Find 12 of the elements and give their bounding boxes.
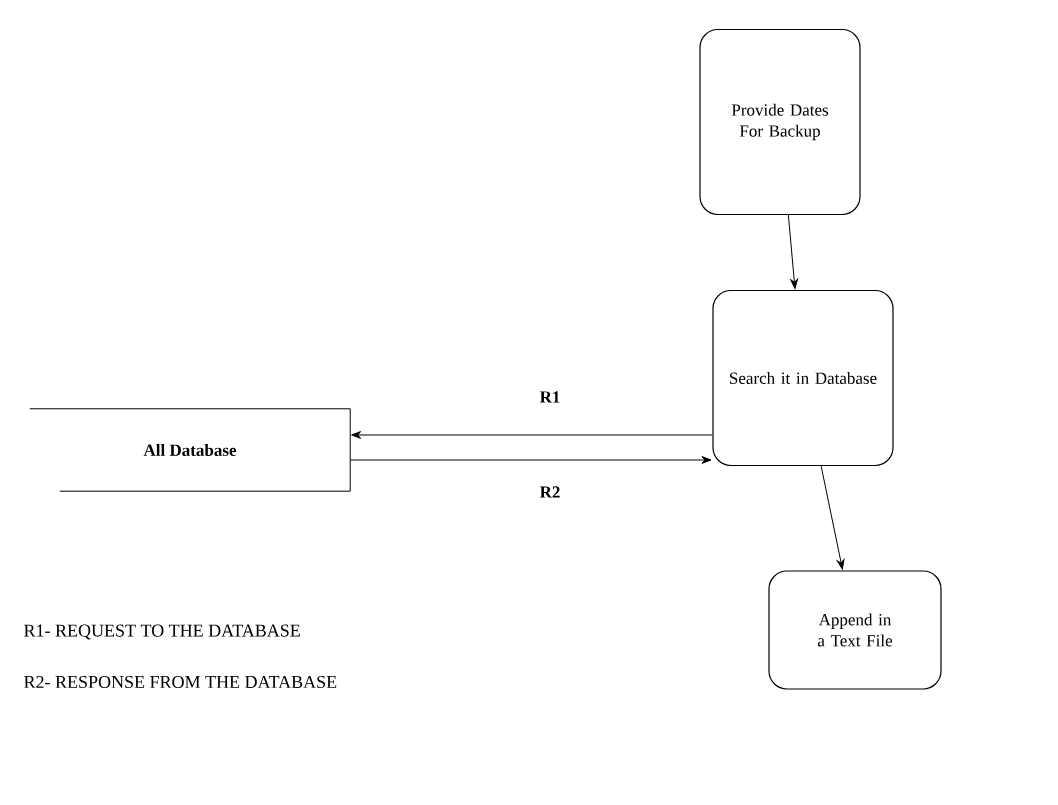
- edge-label: R1: [538, 390, 562, 404]
- arrow: [820, 465, 845, 570]
- edge-label: R2: [538, 485, 562, 499]
- arrow: [351, 431, 713, 439]
- note-text: R1- REQUEST TO THE DATABASE: [24, 624, 300, 640]
- process-box: Search it in Database: [712, 289, 894, 467]
- data-store: All Database: [29, 408, 351, 492]
- note-text: R2- RESPONSE FROM THE DATABASE: [24, 675, 337, 689]
- arrow: [787, 214, 798, 289]
- process-box: Append in a Text File: [768, 570, 942, 690]
- process-box: Provide Dates For Backup: [699, 28, 861, 216]
- arrow: [349, 456, 712, 464]
